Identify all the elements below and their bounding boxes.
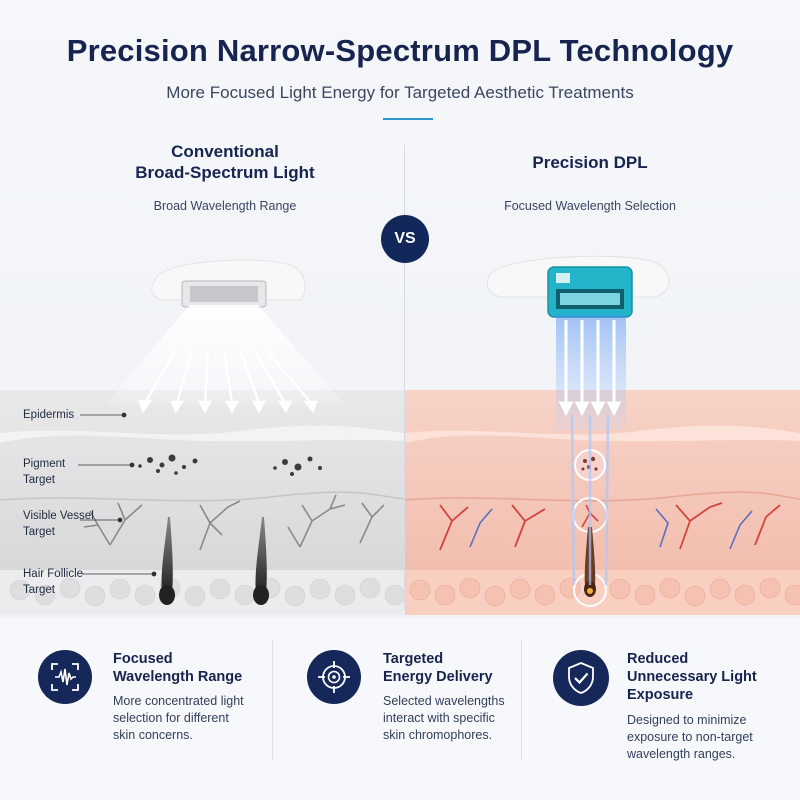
right-subheading: Focused Wavelength Selection (504, 199, 676, 213)
vs-badge: VS (381, 215, 429, 263)
page-subtitle: More Focused Light Energy for Targeted A… (166, 83, 634, 102)
feature-divider-2 (521, 640, 522, 760)
title-underline (383, 118, 433, 120)
label-pigment-target: Pigment Target (23, 456, 65, 488)
feature-3-title-line3: Exposure (627, 687, 694, 703)
feature-3-description: Designed to minimize exposure to non-tar… (627, 712, 753, 763)
feature-1-desc-line1: More concentrated light (113, 694, 244, 708)
features-panel (0, 618, 800, 800)
feature-3-desc-line1: Designed to minimize (627, 713, 747, 727)
waveform-icon (38, 650, 92, 704)
label-follicle-target: Hair Follicle Target (23, 566, 83, 598)
left-heading-line1: Conventional (171, 142, 279, 161)
precision-dpl-device (486, 255, 670, 586)
feature-2-desc-line2: interact with specific (383, 711, 495, 725)
left-hair-follicles (159, 517, 269, 605)
left-skin-cross-section (0, 390, 406, 615)
feature-1-desc-line3: skin concerns. (113, 728, 193, 742)
feature-1-title: Focused Wavelength Range (113, 650, 242, 686)
broad-spectrum-device (105, 259, 345, 414)
feature-1-title-line1: Focused (113, 651, 173, 667)
shield-check-icon (553, 650, 609, 706)
feature-1-desc-line2: selection for different (113, 711, 229, 725)
label-epidermis: Epidermis (23, 409, 75, 421)
center-divider (404, 145, 405, 610)
left-subheading: Broad Wavelength Range (153, 199, 297, 213)
label-vessel-line1: Visible Vessel (23, 510, 94, 522)
feature-3-desc-line3: wavelength ranges. (627, 747, 736, 761)
skin-comparison-illustration (0, 255, 800, 615)
feature-2-title-line1: Targeted (383, 651, 444, 667)
right-heading: Precision DPL (532, 153, 648, 172)
feature-3-title-line2: Unnecessary Light (627, 669, 757, 685)
feature-1-title-line2: Wavelength Range (113, 669, 243, 685)
feature-2-title-line2: Energy Delivery (383, 669, 493, 685)
label-vessel-target: Visible Vessel Target (23, 508, 94, 540)
left-heading-line2: Broad-Spectrum Light (135, 163, 315, 182)
label-follicle-line2: Target (23, 584, 55, 596)
page-title: Precision Narrow-Spectrum DPL Technology (66, 33, 734, 68)
label-follicle-line1: Hair Follicle (23, 568, 84, 580)
label-vessel-line2: Target (23, 526, 55, 538)
feature-3-title: Reduced Unnecessary Light Exposure (627, 650, 757, 704)
feature-2-desc-line3: skin chromophores. (383, 728, 493, 742)
feature-2-desc-line1: Selected wavelengths (383, 694, 505, 708)
feature-divider-1 (272, 640, 273, 760)
label-pigment-line2: Target (23, 474, 55, 486)
target-icon (307, 650, 361, 704)
feature-2-title: Targeted Energy Delivery (383, 650, 493, 686)
label-pigment-line1: Pigment (23, 458, 66, 470)
feature-3-desc-line2: exposure to non-target (627, 730, 753, 744)
feature-1-description: More concentrated light selection for di… (113, 693, 244, 744)
feature-3-title-line1: Reduced (627, 651, 689, 667)
left-heading: Conventional Broad-Spectrum Light (120, 141, 330, 183)
feature-2-description: Selected wavelengths interact with speci… (383, 693, 505, 744)
